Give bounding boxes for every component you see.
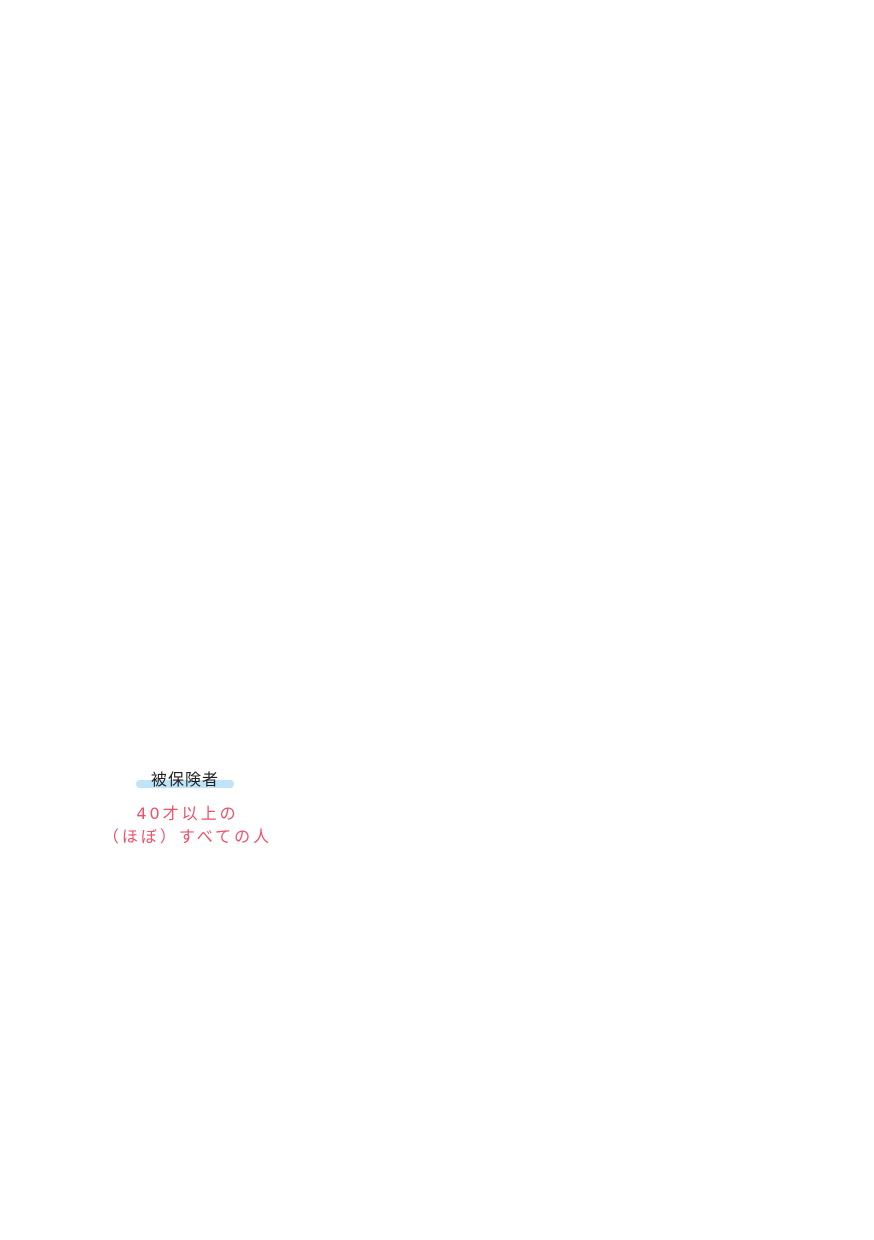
insured-description: 40才以上の （ほぼ）すべての人 — [95, 802, 280, 848]
highlight-marker — [136, 780, 234, 788]
description-line-1: 40才以上の — [136, 804, 239, 823]
insured-heading: 被保険者 — [136, 766, 234, 790]
heading-text: 被保険者 — [150, 770, 219, 789]
description-line-2: （ほぼ）すべての人 — [102, 827, 273, 846]
